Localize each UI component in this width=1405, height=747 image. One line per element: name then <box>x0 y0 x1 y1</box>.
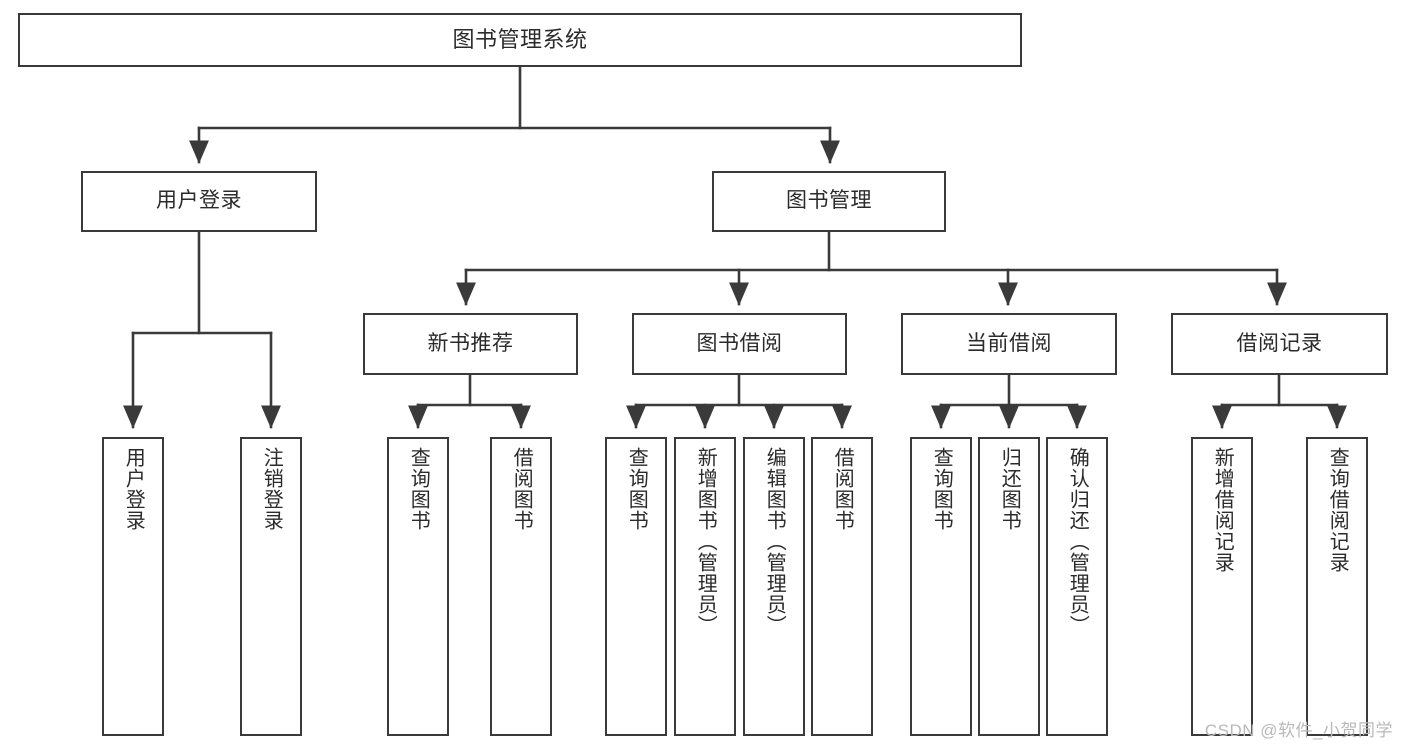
leaf-borrow-add-book[interactable]: 新增图书（管理员） <box>674 437 736 736</box>
leaf-borrow-borrow-book[interactable]: 借阅图书 <box>811 437 873 736</box>
leaf-user-login-signout-label: 注销登录 <box>260 447 283 531</box>
leaf-borrow-edit-book[interactable]: 编辑图书（管理员） <box>743 437 805 736</box>
leaf-records-query-record-label: 查询借阅记录 <box>1326 447 1349 573</box>
leaf-records-query-record[interactable]: 查询借阅记录 <box>1306 437 1368 736</box>
node-root-system[interactable]: 图书管理系统 <box>18 13 1022 67</box>
node-current-borrow-label: 当前借阅 <box>966 331 1052 355</box>
watermark-text: CSDN @软件_小贺同学 <box>1204 721 1393 740</box>
leaf-borrow-query-book[interactable]: 查询图书 <box>605 437 667 736</box>
leaf-current-confirm-return-label: 确认归还（管理员） <box>1066 447 1089 636</box>
node-new-book-recommend-label: 新书推荐 <box>427 331 514 355</box>
node-new-book-recommend[interactable]: 新书推荐 <box>363 313 578 375</box>
node-book-management[interactable]: 图书管理 <box>712 171 946 232</box>
leaf-user-login-signin-label: 用户登录 <box>122 447 145 531</box>
leaf-current-query-book-label: 查询图书 <box>930 447 953 531</box>
node-book-management-label: 图书管理 <box>786 189 872 213</box>
node-user-login-label: 用户登录 <box>156 189 242 213</box>
leaf-records-add-record-label: 新增借阅记录 <box>1211 447 1234 573</box>
node-borrow-records[interactable]: 借阅记录 <box>1171 313 1388 375</box>
leaf-current-confirm-return[interactable]: 确认归还（管理员） <box>1046 437 1108 736</box>
node-book-borrow[interactable]: 图书借阅 <box>632 313 847 375</box>
leaf-new-book-borrow-label: 借阅图书 <box>510 447 533 531</box>
leaf-new-book-query[interactable]: 查询图书 <box>387 437 449 736</box>
leaf-current-query-book[interactable]: 查询图书 <box>910 437 972 736</box>
node-current-borrow[interactable]: 当前借阅 <box>901 313 1117 375</box>
node-user-login[interactable]: 用户登录 <box>81 171 317 232</box>
leaf-new-book-borrow[interactable]: 借阅图书 <box>490 437 552 736</box>
leaf-user-login-signin[interactable]: 用户登录 <box>102 437 164 736</box>
leaf-borrow-add-book-label: 新增图书（管理员） <box>694 447 717 636</box>
node-borrow-records-label: 借阅记录 <box>1236 331 1323 355</box>
leaf-current-return-book-label: 归还图书 <box>998 447 1021 531</box>
leaf-borrow-query-book-label: 查询图书 <box>625 447 648 531</box>
node-book-borrow-label: 图书借阅 <box>696 331 783 355</box>
leaf-borrow-borrow-book-label: 借阅图书 <box>831 447 854 531</box>
node-root-system-label: 图书管理系统 <box>452 27 588 53</box>
leaf-current-return-book[interactable]: 归还图书 <box>978 437 1040 736</box>
leaf-new-book-query-label: 查询图书 <box>407 447 430 531</box>
leaf-records-add-record[interactable]: 新增借阅记录 <box>1191 437 1253 736</box>
leaf-borrow-edit-book-label: 编辑图书（管理员） <box>763 447 786 636</box>
leaf-user-login-signout[interactable]: 注销登录 <box>240 437 302 736</box>
